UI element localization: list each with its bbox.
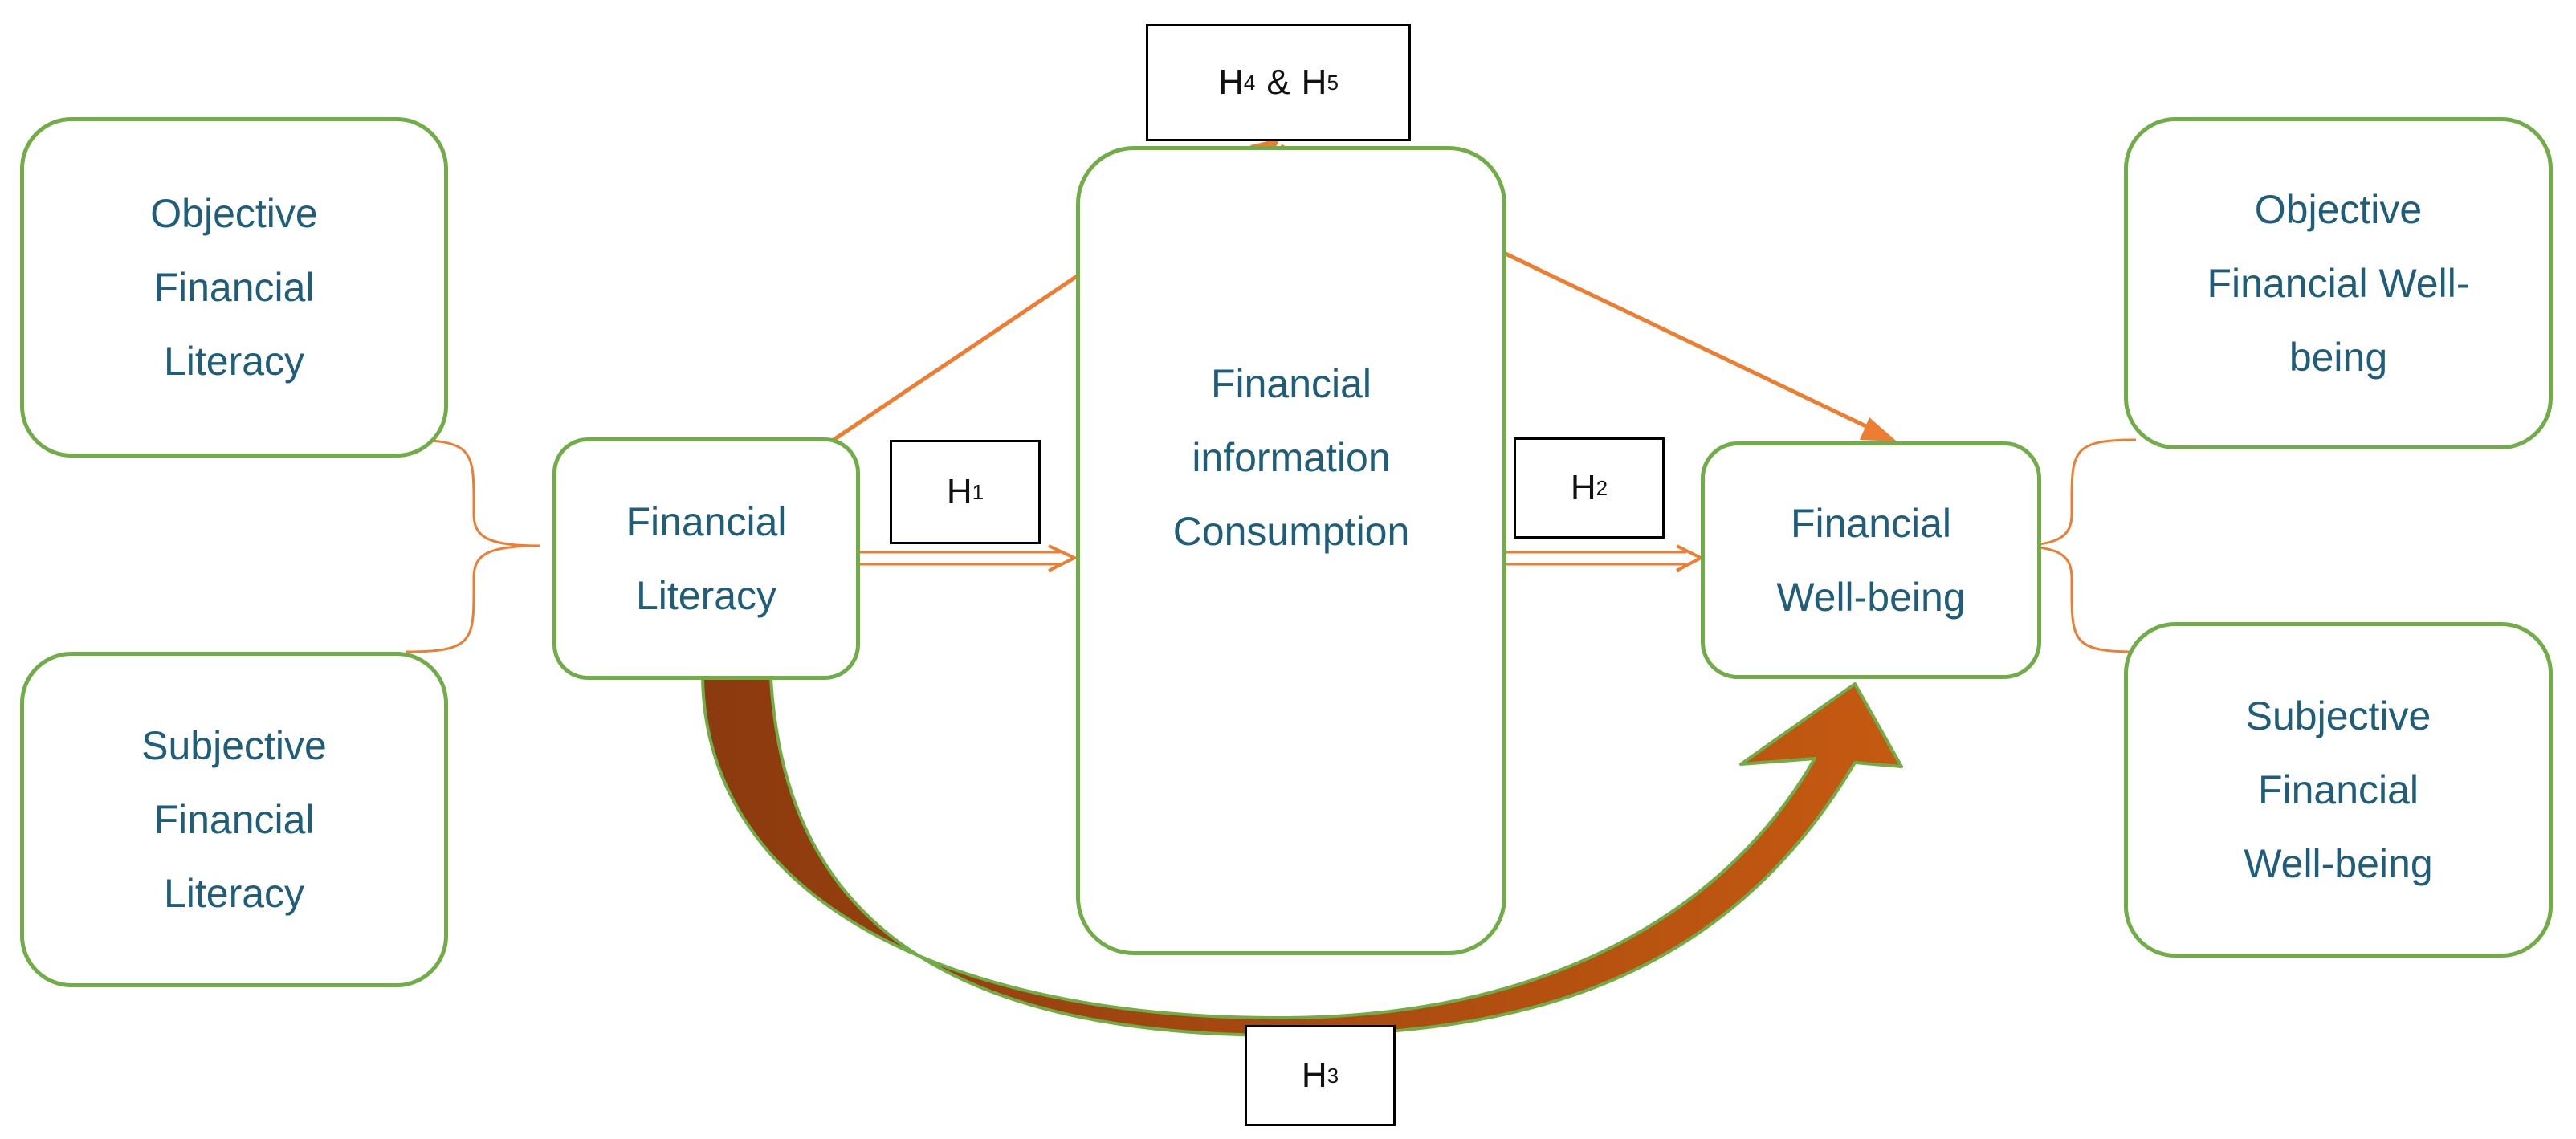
node-line: Financial: [626, 499, 787, 544]
node-line: Consumption: [1172, 509, 1410, 554]
h4-subscript: 4: [1243, 70, 1256, 95]
objective-financial-wellbeing-box: Objective Financial Well- being: [2124, 117, 2553, 449]
h4-letter: H: [1218, 63, 1244, 102]
node-line: Literacy: [163, 339, 305, 384]
h1-letter: H: [946, 472, 972, 511]
subjective-financial-literacy-box: Subjective Financial Literacy: [20, 652, 448, 987]
h3-curved-arrow: [701, 677, 1903, 1037]
h2-letter: H: [1570, 468, 1596, 507]
node-line: Literacy: [635, 573, 777, 618]
financial-information-consumption-box: Financial information Consumption: [1076, 146, 1506, 955]
ampersand: &: [1266, 63, 1290, 102]
node-line: Objective: [2254, 187, 2423, 232]
h2-arrowhead: [1676, 544, 1705, 572]
node-line: Well-being: [1776, 575, 1966, 620]
h5-subscript: 5: [1327, 70, 1339, 95]
node-line: Financial: [1790, 501, 1952, 546]
node-line: Literacy: [163, 871, 305, 916]
node-line: Objective: [150, 191, 318, 236]
h3-letter: H: [1301, 1056, 1327, 1095]
node-line: Subjective: [2245, 694, 2431, 738]
node-line: Financial: [153, 265, 315, 310]
node-line: Subjective: [141, 723, 327, 768]
objective-financial-literacy-box: Objective Financial Literacy: [20, 117, 448, 458]
h2-subscript: 2: [1596, 475, 1608, 500]
h5-letter: H: [1301, 63, 1327, 102]
subjective-financial-wellbeing-box: Subjective Financial Well-being: [2124, 622, 2553, 958]
h5-arrowhead: [1860, 417, 1897, 441]
node-line: Financial: [2257, 767, 2419, 812]
h1-subscript: 1: [972, 479, 984, 504]
node-line: being: [2289, 335, 2388, 380]
node-line: Financial: [1210, 361, 1372, 406]
node-line: Well-being: [2244, 841, 2433, 886]
left-brace: [405, 438, 540, 653]
node-line: Financial Well-: [2207, 261, 2470, 306]
financial-literacy-box: Financial Literacy: [552, 437, 860, 680]
node-line: Financial: [153, 797, 315, 842]
node-line: information: [1192, 435, 1391, 480]
financial-wellbeing-box: Financial Well-being: [1701, 441, 2041, 679]
h1-arrowhead: [1048, 544, 1078, 572]
h3-subscript: 3: [1327, 1063, 1339, 1088]
